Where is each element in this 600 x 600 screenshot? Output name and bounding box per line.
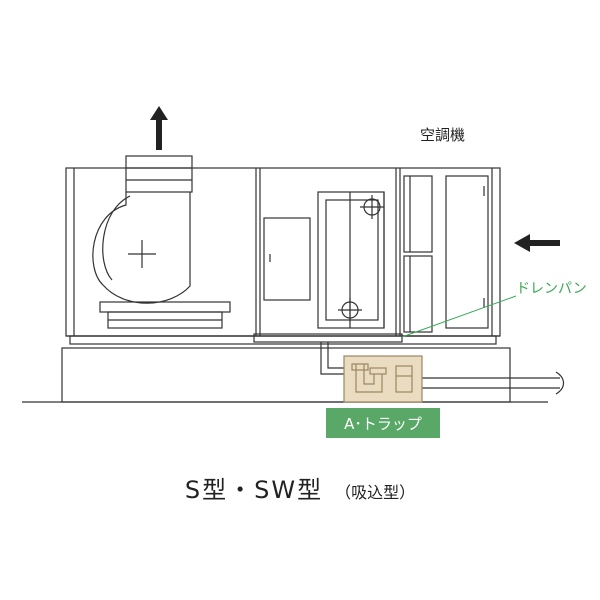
unit-label: 空調機 — [420, 126, 466, 144]
arrow-up-icon — [150, 106, 168, 150]
caption: S型・SW型 （吸込型） — [0, 470, 600, 505]
caption-main: S型・SW型 — [184, 476, 324, 504]
fan-base — [99, 301, 231, 313]
drain-pipe — [320, 342, 350, 375]
fan-outlet-duct — [125, 155, 193, 193]
concrete-base — [61, 347, 511, 403]
drain-pan-label: ドレンパン — [516, 281, 587, 297]
trap-fitting — [355, 364, 383, 393]
access-door — [263, 217, 311, 301]
drain-pan-leader — [401, 295, 517, 338]
fan-scroll — [92, 192, 191, 304]
coil-frame — [317, 191, 385, 329]
caption-sub: （吸込型） — [335, 483, 416, 502]
filter — [403, 175, 433, 253]
trap-badge: A･トラップ — [326, 408, 440, 438]
unit-housing — [65, 167, 501, 337]
arrow-left-icon — [514, 234, 560, 252]
drain-pan — [253, 333, 403, 343]
intake-panel — [445, 175, 489, 329]
